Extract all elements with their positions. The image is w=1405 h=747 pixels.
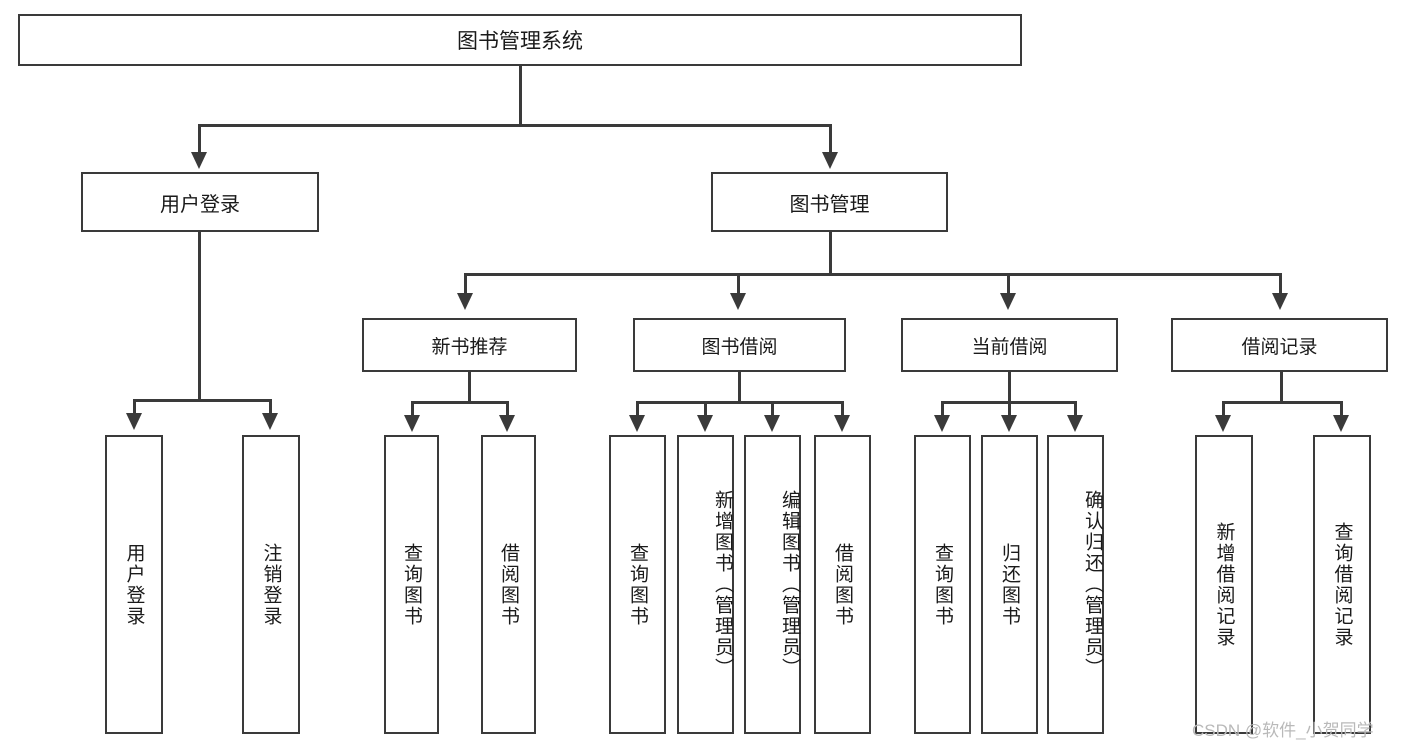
arrowhead-bb-leaf1-icon xyxy=(629,415,645,432)
leaf-nb-borrow-book[interactable]: 借阅图书 xyxy=(481,435,536,734)
arrowhead-cb-leaf2-icon xyxy=(1001,415,1017,432)
arrowhead-new-book-icon xyxy=(457,293,473,310)
edge-cb-leaf2 xyxy=(1008,401,1011,417)
arrowhead-book-borrow-icon xyxy=(730,293,746,310)
arrowhead-nb-leaf2-icon xyxy=(499,415,515,432)
edge-new-book-bus xyxy=(411,401,509,404)
edge-root-stem xyxy=(519,66,522,126)
edge-to-current-borrow xyxy=(1007,273,1010,295)
arrowhead-cb-leaf1-icon xyxy=(934,415,950,432)
node-new-book-recommend[interactable]: 新书推荐 xyxy=(362,318,577,372)
node-book-manage[interactable]: 图书管理 xyxy=(711,172,948,232)
edge-new-book-leaf2 xyxy=(506,401,509,417)
leaf-br-query-record[interactable]: 查询借阅记录 xyxy=(1313,435,1371,734)
arrowhead-br-leaf1-icon xyxy=(1215,415,1231,432)
node-user-login[interactable]: 用户登录 xyxy=(81,172,319,232)
arrowhead-cb-leaf3-icon xyxy=(1067,415,1083,432)
arrowhead-book-manage-icon xyxy=(822,152,838,169)
leaf-logout[interactable]: 注销登录 xyxy=(242,435,300,734)
leaf-cb-return-book[interactable]: 归还图书 xyxy=(981,435,1038,734)
edge-user-login-leaf2 xyxy=(269,399,272,415)
arrowhead-leaf-user-login-icon xyxy=(126,413,142,430)
csdn-watermark: CSDN @软件_小贺同学 xyxy=(1192,721,1374,740)
node-current-borrow[interactable]: 当前借阅 xyxy=(901,318,1118,372)
edge-user-login-bus xyxy=(133,399,272,402)
leaf-nb-query-book[interactable]: 查询图书 xyxy=(384,435,439,734)
edge-book-manage-stem xyxy=(829,232,832,276)
edge-bb-leaf1 xyxy=(636,401,639,417)
node-book-borrow[interactable]: 图书借阅 xyxy=(633,318,846,372)
edge-to-book-manage xyxy=(829,124,832,154)
leaf-bb-add-book-admin[interactable]: 新增图书（管理员） xyxy=(677,435,734,734)
leaf-bb-query-book[interactable]: 查询图书 xyxy=(609,435,666,734)
edge-current-borrow-stem xyxy=(1008,372,1011,404)
leaf-br-add-record[interactable]: 新增借阅记录 xyxy=(1195,435,1253,734)
edge-borrow-record-stem xyxy=(1280,372,1283,404)
edge-cb-leaf3 xyxy=(1074,401,1077,417)
leaf-user-login[interactable]: 用户登录 xyxy=(105,435,163,734)
arrowhead-bb-leaf2-icon xyxy=(697,415,713,432)
edge-bb-leaf4 xyxy=(841,401,844,417)
edge-cb-leaf1 xyxy=(941,401,944,417)
edge-user-login-stem xyxy=(198,232,201,402)
leaf-bb-edit-book-admin[interactable]: 编辑图书（管理员） xyxy=(744,435,801,734)
edge-to-book-borrow xyxy=(737,273,740,295)
arrowhead-bb-leaf4-icon xyxy=(834,415,850,432)
node-root-system[interactable]: 图书管理系统 xyxy=(18,14,1022,66)
edge-user-login-leaf1 xyxy=(133,399,136,415)
edge-to-new-book xyxy=(464,273,467,295)
edge-book-borrow-bus xyxy=(636,401,844,404)
edge-book-manage-bus xyxy=(464,273,1282,276)
edge-to-borrow-record xyxy=(1279,273,1282,295)
edge-borrow-record-bus xyxy=(1222,401,1342,404)
leaf-cb-confirm-return-admin[interactable]: 确认归还（管理员） xyxy=(1047,435,1104,734)
arrowhead-current-borrow-icon xyxy=(1000,293,1016,310)
leaf-bb-borrow-book[interactable]: 借阅图书 xyxy=(814,435,871,734)
edge-bb-leaf3 xyxy=(771,401,774,417)
arrowhead-user-login-icon xyxy=(191,152,207,169)
edge-br-leaf2 xyxy=(1340,401,1343,417)
arrowhead-br-leaf2-icon xyxy=(1333,415,1349,432)
arrowhead-borrow-record-icon xyxy=(1272,293,1288,310)
edge-to-user-login xyxy=(198,124,201,154)
arrowhead-nb-leaf1-icon xyxy=(404,415,420,432)
arrowhead-leaf-logout-icon xyxy=(262,413,278,430)
edge-br-leaf1 xyxy=(1222,401,1225,417)
edge-new-book-stem xyxy=(468,372,471,404)
leaf-cb-query-book[interactable]: 查询图书 xyxy=(914,435,971,734)
arrowhead-bb-leaf3-icon xyxy=(764,415,780,432)
edge-bb-leaf2 xyxy=(704,401,707,417)
node-borrow-record[interactable]: 借阅记录 xyxy=(1171,318,1388,372)
edge-new-book-leaf1 xyxy=(411,401,414,417)
edge-root-bus xyxy=(198,124,832,127)
edge-book-borrow-stem xyxy=(738,372,741,404)
